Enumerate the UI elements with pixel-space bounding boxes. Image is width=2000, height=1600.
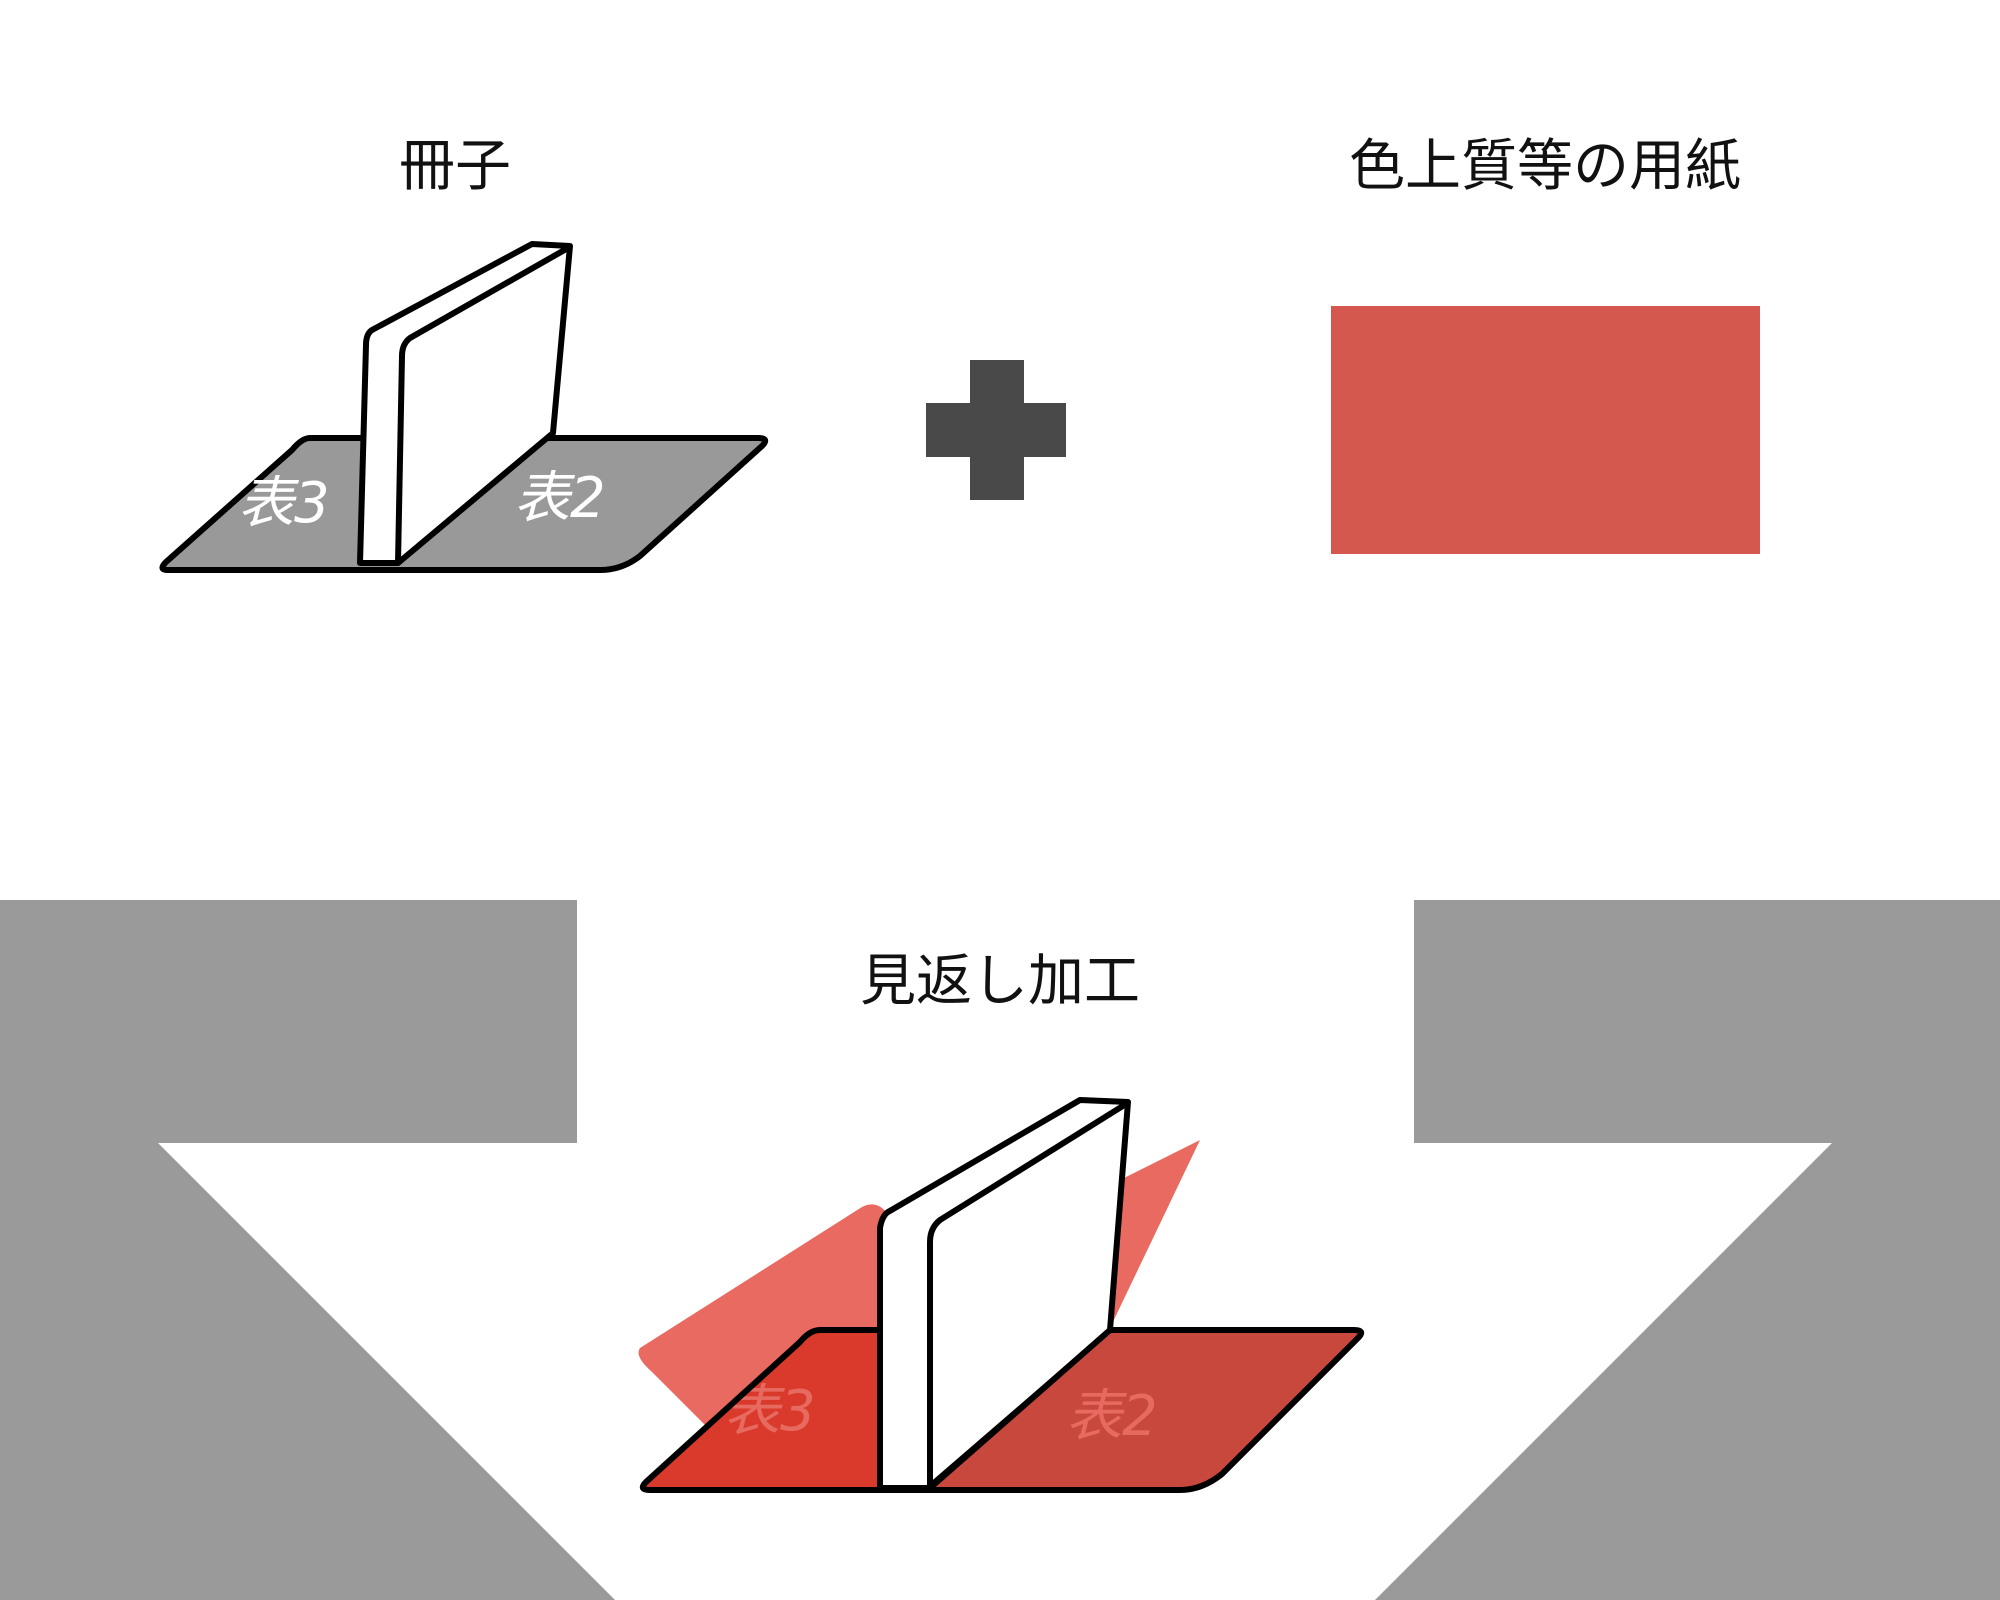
result-label: 見返し加工 [860,949,1140,1014]
arrow-shape-right [1375,900,2000,1600]
result-cover-seam [922,1329,1111,1493]
face-label-inner-front: 表2 [514,466,606,531]
plus-icon [926,360,1066,500]
booklet-illustration: 表3 表2 [159,241,769,573]
plus-horizontal-bar [926,403,1066,457]
booklet-label: 冊子 [399,134,511,199]
booklet-spine-line [395,245,571,566]
result-cover-left [642,1330,880,1490]
down-arrow-icon [0,900,2000,1600]
result-cover-outline [639,1327,1365,1493]
colored-paper [1331,306,1760,554]
booklet-page-block [357,241,573,566]
result-face-label-inner-front: 表2 [1066,1384,1158,1449]
arrow-shape [0,900,615,1600]
result-page-block [877,1097,1131,1491]
paper-label: 色上質等の用紙 [1349,134,1741,199]
result-illustration: 表3 表2 [638,1097,1365,1493]
result-spine-line [927,1101,1129,1491]
result-face-label-inner-back: 表3 [724,1379,816,1444]
face-label-inner-back: 表3 [238,471,330,536]
